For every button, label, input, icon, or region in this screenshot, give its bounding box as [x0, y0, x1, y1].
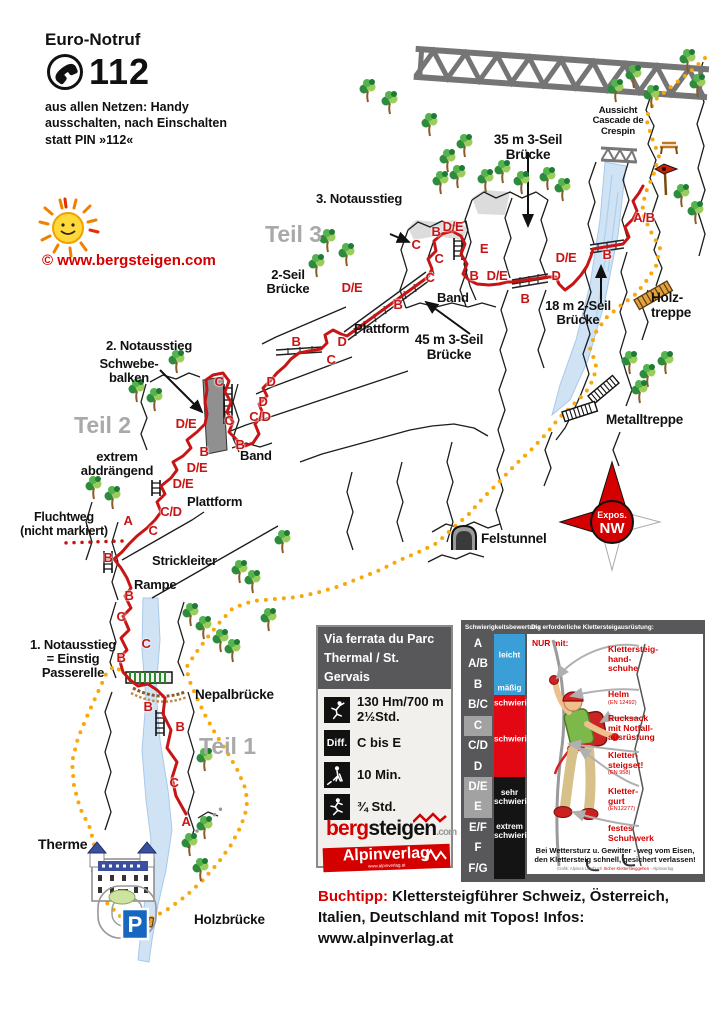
runner-icon [324, 794, 350, 821]
tunnel-icon [451, 524, 477, 550]
difficulty-panel: Schwierigkeitsbewertung Die erforderlich… [461, 620, 705, 882]
grade-scale-colors: leicht mäßig schwierig schwierig sehr schwie… [494, 634, 532, 879]
hiker-icon [324, 762, 350, 789]
parking-letter: P [128, 912, 143, 937]
parking-sign: P [120, 907, 150, 941]
equipment-item: Helm(EN 12492) [608, 689, 637, 706]
scale-segment: sehr schwierig extrem schwierig [494, 776, 532, 879]
schwebebalken-pillar [202, 376, 228, 455]
infobox-row-descent: ¾ Std. [324, 794, 445, 821]
bench-icon [660, 141, 678, 155]
route-infobox: Via ferrata du Parc Thermal / St. Gervai… [316, 625, 457, 873]
equipment-item: Klettersteig- hand- schuhe [608, 644, 659, 674]
annotation-arrows [159, 152, 607, 414]
equipment-item: Rucksack mit Notfall- ausrüstung [608, 713, 655, 743]
grade-cell: C [464, 715, 492, 737]
weather-warning: Bei Wettersturz u. Gewitter - weg vom Ei… [534, 846, 696, 865]
grade-cell: B/C [468, 699, 488, 712]
equipment-header: Die erforderliche Klettersteigausrüstung… [531, 624, 654, 631]
holztreppe-icon [633, 280, 674, 311]
scale-label: mäßig [497, 683, 522, 693]
castle-icon [86, 841, 158, 902]
compass-label: Expos. [597, 510, 627, 520]
book-tip: Buchtipp: Klettersteigführer Schweiz, Ös… [318, 888, 669, 947]
infobox-row-difficulty: Diff. C bis E [324, 730, 445, 757]
scale-label: extrem schwierig [494, 821, 532, 840]
grade-cell: F/G [468, 862, 488, 875]
compass-direction: NW [600, 520, 626, 537]
grade-cell: C/D [468, 740, 488, 753]
difficulty-label-icon: Diff. [324, 730, 350, 757]
equipment-item: Kletter- gurt(EN12277) [608, 786, 639, 813]
grade-cell: B [473, 678, 483, 691]
infobox-row-text: C bis E [357, 735, 402, 751]
emergency-number: 112 [89, 51, 151, 92]
emergency-info: Euro-Notruf 112 aus allen Netzen: Handy … [45, 30, 227, 148]
scale-label: schwierig [494, 734, 532, 744]
emergency-note: aus allen Netzen: Handy ausschalten, nac… [45, 100, 228, 147]
stream [137, 597, 173, 963]
scale-segment: leicht mäßig [494, 634, 525, 696]
nepal-bridge [130, 686, 188, 703]
infobox-row-approach: 10 Min. [324, 762, 445, 789]
difficulty-header: Schwierigkeitsbewertung [465, 624, 541, 631]
compass-rose: Expos. NW [558, 460, 662, 572]
alpinverlag-banner: Alpinverlag www.alpinverlag.at [322, 843, 451, 873]
scale-label: leicht [498, 650, 521, 660]
emergency-title: Euro-Notruf [45, 30, 141, 49]
grade-cell: F [474, 842, 482, 855]
grade-cell: A [473, 638, 483, 650]
copyright-text: © www.bergsteigen.com [42, 252, 216, 269]
signpost-icon [653, 163, 679, 196]
climber-icon [324, 696, 350, 723]
equipment-item: Kletter- steigset!(EN 958) [608, 750, 644, 777]
credit-line: Grafik: Alpines Lehrbuch Sicher Kletters… [556, 866, 674, 871]
grade-cell: E/F [469, 821, 487, 834]
infobox-row-text: ¾ Std. [357, 799, 397, 815]
scale-label: schwierig [494, 698, 532, 708]
scale-label: sehr schwierig [494, 788, 532, 807]
bergsteigen-logo: bergsteigen.com [326, 817, 457, 840]
viewpoint-truss-icon [600, 146, 638, 164]
nur-mit-label: NUR mit: [532, 638, 569, 648]
rock-shading [408, 190, 510, 240]
sun-icon [38, 197, 100, 258]
metalltreppe-icon [561, 374, 620, 423]
infobox-title: Via ferrata du Parc Thermal / St. Gervai… [318, 627, 451, 690]
route-path [112, 184, 645, 816]
rock-outlines [85, 61, 706, 849]
logo-zigzag-icon [413, 812, 447, 823]
grade-cell: A/B [468, 658, 488, 671]
grade-cell: E [464, 797, 492, 818]
scale-segment: schwierig schwierig [494, 695, 532, 777]
infobox-row-text: 10 Min. [357, 767, 402, 783]
grade-cell: D [473, 760, 483, 773]
equipment-box: NUR mit: [527, 634, 703, 874]
grade-cell: D/E [464, 776, 492, 798]
mountain-icon [424, 848, 447, 862]
equipment-item: festes Schuhwerk [608, 823, 654, 843]
climber-cartoon [549, 639, 646, 872]
phone-icon [47, 54, 83, 90]
